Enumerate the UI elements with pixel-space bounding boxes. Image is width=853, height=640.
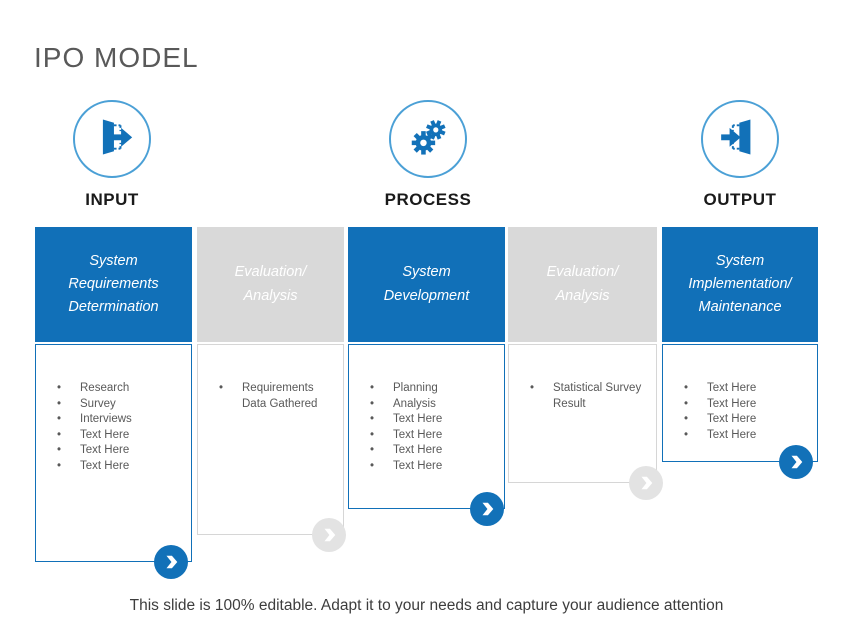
list-item: • Text Here xyxy=(370,428,498,444)
bullet-dot: • xyxy=(370,444,375,456)
chevron-right-icon xyxy=(629,466,663,500)
chevron-right-icon xyxy=(154,545,188,579)
list-item-label: Text Here xyxy=(393,428,443,441)
stage-label-input: INPUT xyxy=(85,190,139,209)
list-item: • Survey xyxy=(57,397,185,413)
list-item: • Research xyxy=(57,381,185,397)
bullet-dot: • xyxy=(370,428,375,441)
bullet-dot: • xyxy=(684,413,689,425)
list-item-label: Research xyxy=(80,382,130,394)
list-item-label: Text Here xyxy=(80,444,130,456)
column-body: • Text Here • Text Here • Text Here • Text H… xyxy=(662,344,818,479)
bullet-list: • Text Here • Text Here • Text Here • Text H… xyxy=(684,381,811,443)
bullet-dot: • xyxy=(370,382,375,394)
list-item: • Interviews xyxy=(57,412,185,428)
list-item: • Requirements Data Gathered xyxy=(219,381,337,412)
column-header: System Implementation/ Maintenance xyxy=(662,227,818,342)
column-system-implementation-maintenance: System Implementation/ Maintenance • Text… xyxy=(662,227,818,479)
list-item-label: Analysis xyxy=(393,397,436,410)
list-item: • Text Here xyxy=(684,428,811,444)
stage-input: INPUT xyxy=(42,100,182,210)
bullet-dot: • xyxy=(370,397,375,410)
bullet-dot: • xyxy=(684,382,689,394)
bullet-dot: • xyxy=(57,382,62,394)
bullet-list: • Research • Survey • Interviews • Text Here… xyxy=(57,381,185,474)
list-item: • Text Here xyxy=(370,459,498,475)
bullet-list: • Planning • Analysis • Text Here • Text Her… xyxy=(370,381,498,474)
footer-note: This slide is 100% editable. Adapt it to… xyxy=(129,597,724,614)
list-item-label: Interviews xyxy=(80,413,132,425)
gears-icon xyxy=(402,111,454,168)
list-item-label: Text Here xyxy=(393,413,443,425)
list-item-label: Text Here xyxy=(393,444,443,456)
output-icon-circle xyxy=(701,100,779,178)
bullet-dot: • xyxy=(57,397,62,410)
list-item: • Text Here xyxy=(684,412,811,428)
bullet-dot: • xyxy=(57,444,62,456)
bullet-dot: • xyxy=(57,459,62,472)
door-enter-arrow-icon xyxy=(714,111,766,168)
list-item-label: Text Here xyxy=(707,413,757,425)
door-exit-arrow-icon xyxy=(86,111,138,168)
list-item: • Text Here xyxy=(370,412,498,428)
bullet-dot: • xyxy=(684,397,689,410)
list-item: • Text Here xyxy=(57,459,185,475)
bullet-dot: • xyxy=(370,459,375,472)
bullet-dot: • xyxy=(684,428,689,441)
list-item-label: Text Here xyxy=(707,428,757,441)
list-item: • Statistical Survey Result xyxy=(530,381,650,412)
bullet-dot: • xyxy=(530,382,535,394)
list-item: • Analysis xyxy=(370,397,498,413)
bullet-dot: • xyxy=(57,413,62,425)
list-item-label: Text Here xyxy=(393,459,443,472)
bullet-list: • Requirements Data Gathered xyxy=(219,381,337,412)
list-item: • Text Here xyxy=(57,428,185,444)
column-body: • Planning • Analysis • Text Here • Text Her… xyxy=(348,344,505,526)
column-header: Evaluation/ Analysis xyxy=(197,227,344,342)
list-item-label: Statistical Survey Result xyxy=(553,382,642,410)
list-item: • Text Here xyxy=(57,443,185,459)
bullet-dot: • xyxy=(370,413,375,425)
stage-label-process: PROCESS xyxy=(384,190,472,209)
list-item: • Text Here xyxy=(684,397,811,413)
list-item: • Planning xyxy=(370,381,498,397)
chevron-right-icon xyxy=(470,492,504,526)
column-header: Evaluation/ Analysis xyxy=(508,227,657,342)
bullet-dot: • xyxy=(219,382,224,394)
column-system-requirements-determination: System Requirements Determination • Resea… xyxy=(35,227,192,579)
column-body: • Research • Survey • Interviews • Text Here… xyxy=(35,344,192,579)
column-evaluation-analysis-1: Evaluation/ Analysis • Requirements Data … xyxy=(197,227,346,552)
list-item-label: Planning xyxy=(393,382,438,394)
list-item-label: Requirements Data Gathered xyxy=(242,382,318,410)
list-item-label: Text Here xyxy=(707,397,757,410)
stage-label-output: OUTPUT xyxy=(703,190,777,209)
bullet-list: • Statistical Survey Result xyxy=(530,381,650,412)
process-icon-circle xyxy=(389,100,467,178)
column-system-development: System Development • Planning • Analysis •… xyxy=(348,227,505,526)
stage-process: PROCESS xyxy=(358,100,498,210)
list-item-label: Survey xyxy=(80,397,116,410)
column-body: • Statistical Survey Result xyxy=(508,344,663,500)
column-evaluation-analysis-2: Evaluation/ Analysis • Statistical Survey… xyxy=(508,227,663,500)
list-item-label: Text Here xyxy=(80,459,130,472)
column-header: System Development xyxy=(348,227,505,342)
input-icon-circle xyxy=(73,100,151,178)
column-body: • Requirements Data Gathered xyxy=(197,344,346,552)
list-item-label: Text Here xyxy=(707,382,757,394)
chevron-right-icon xyxy=(779,445,813,479)
chevron-right-icon xyxy=(312,518,346,552)
page-title: IPO MODEL xyxy=(34,42,199,73)
stage-output: OUTPUT xyxy=(670,100,810,210)
bullet-dot: • xyxy=(57,428,62,441)
list-item-label: Text Here xyxy=(80,428,130,441)
column-header: System Requirements Determination xyxy=(35,227,192,342)
list-item: • Text Here xyxy=(370,443,498,459)
list-item: • Text Here xyxy=(684,381,811,397)
